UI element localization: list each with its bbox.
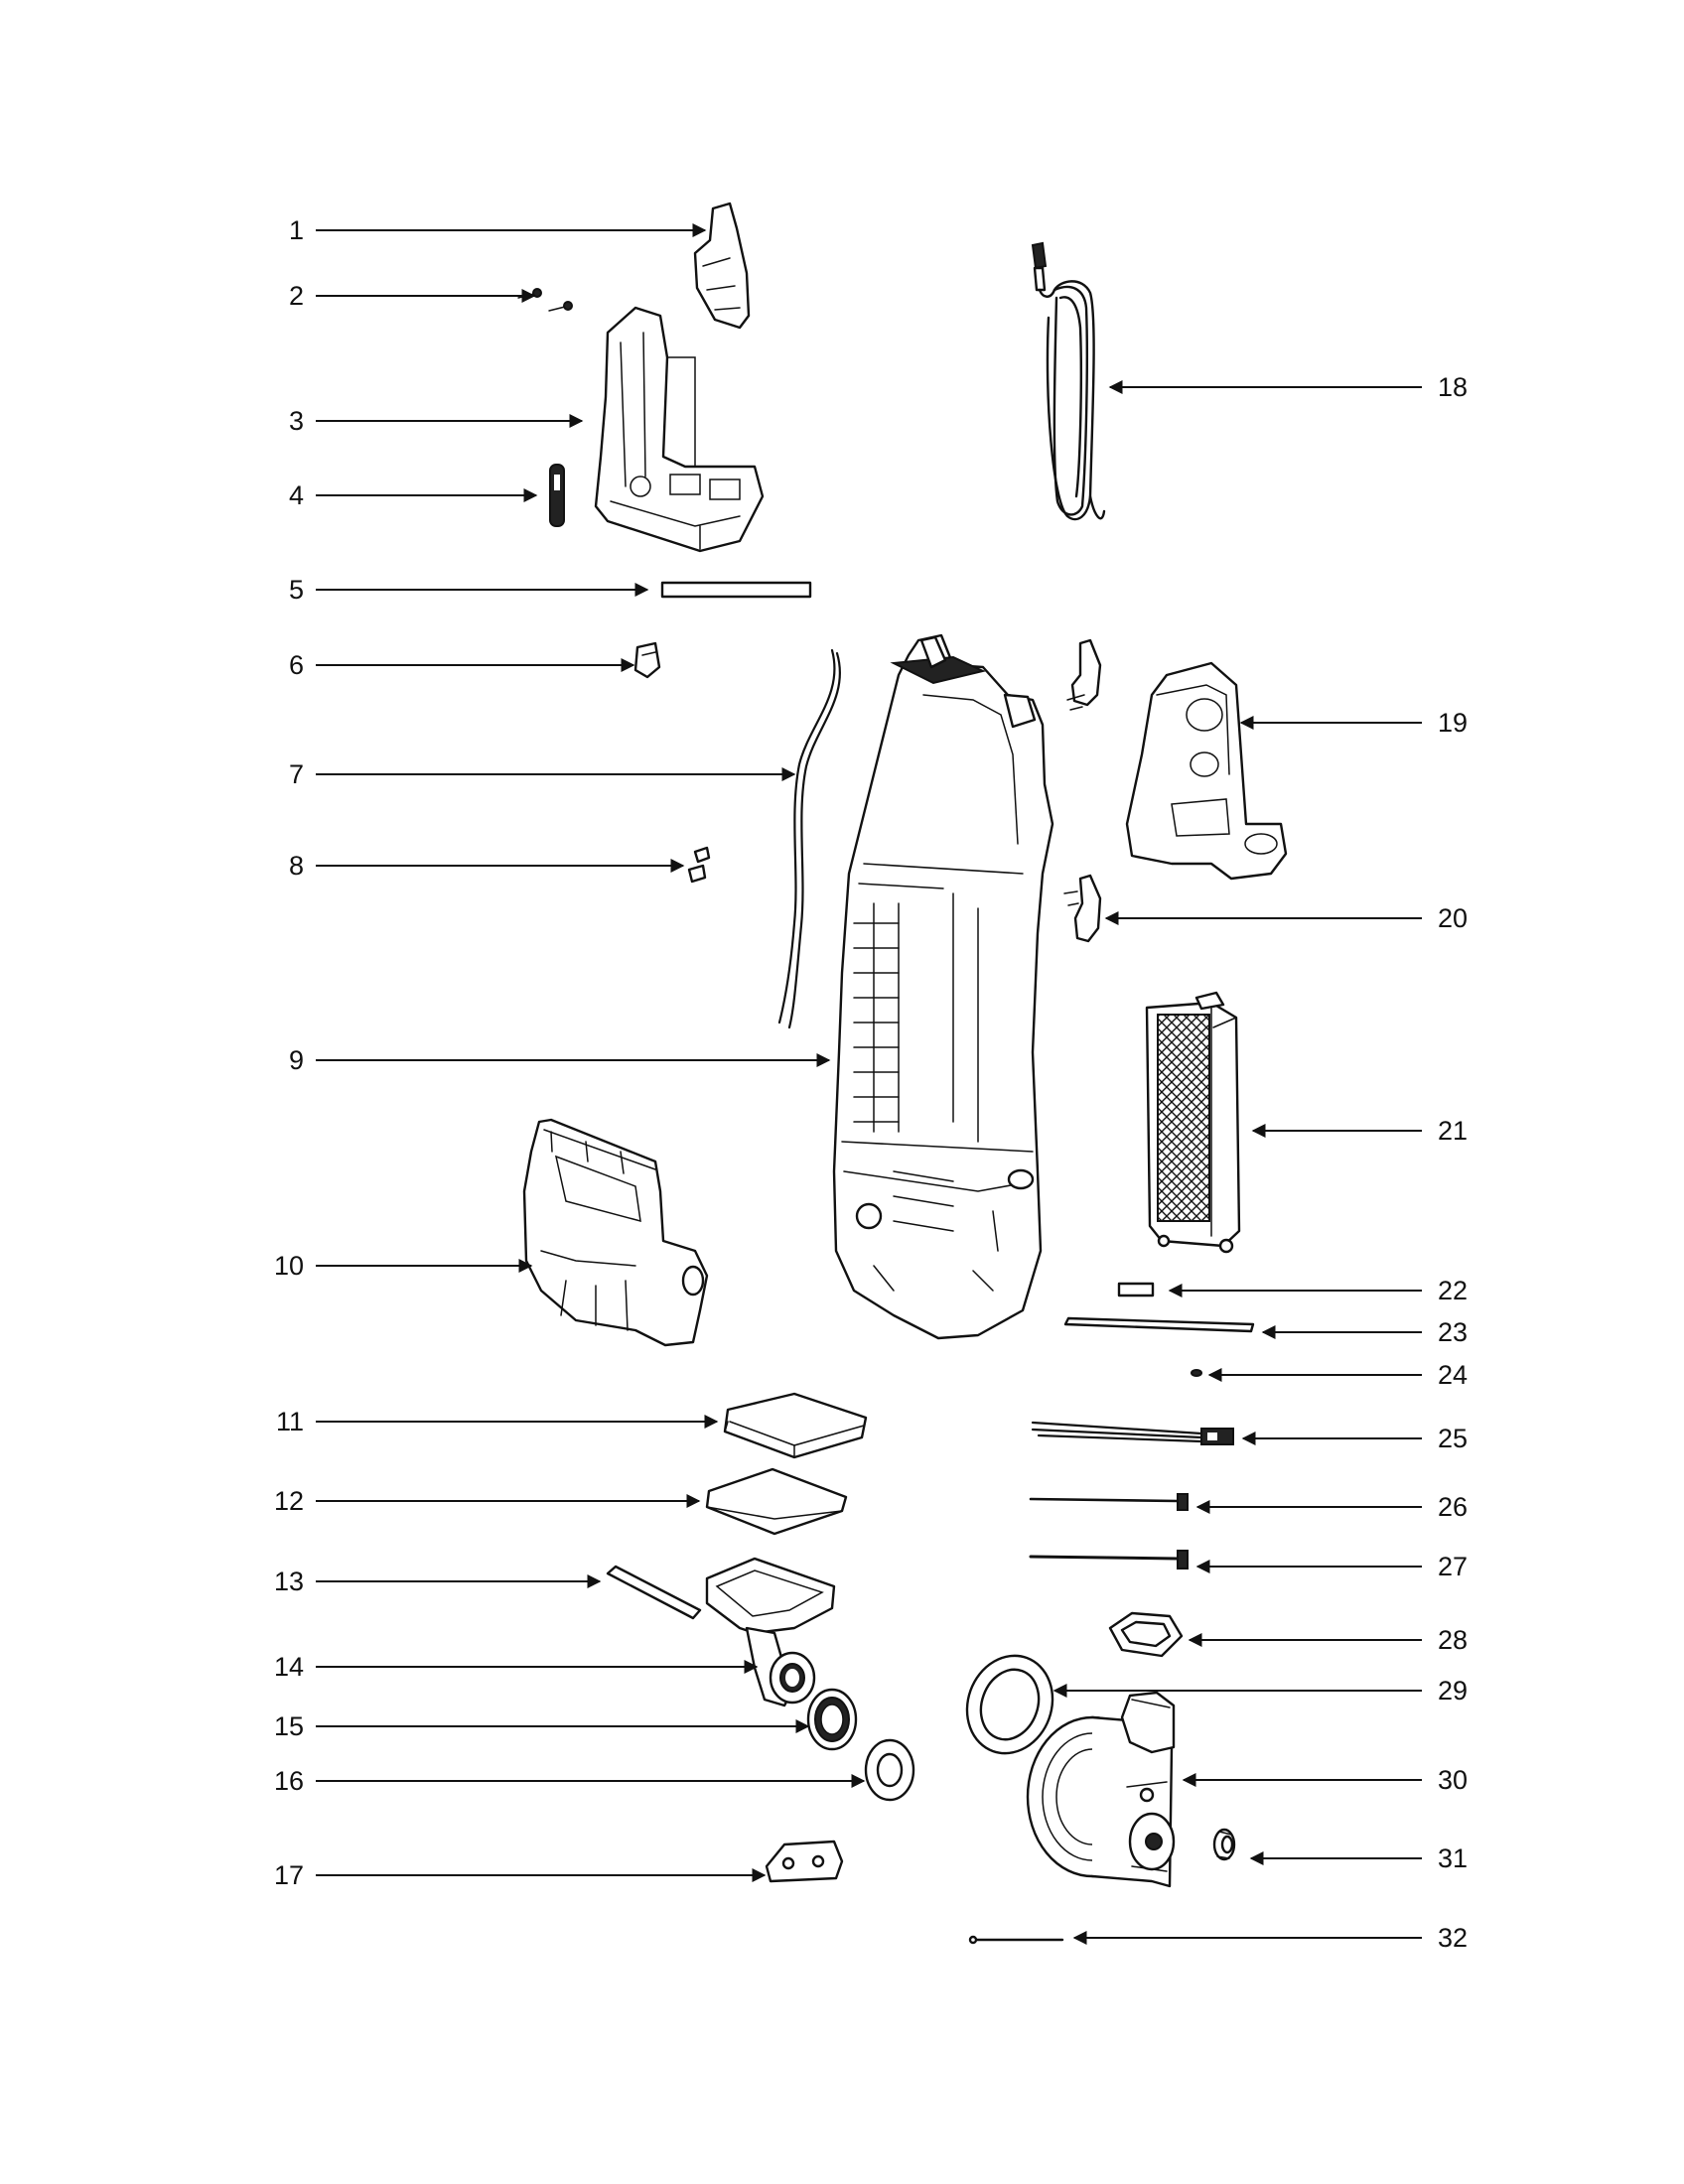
part-3-handle-bracket	[594, 306, 765, 553]
part-14-filter-housing	[705, 1557, 836, 1707]
part-7-wire	[777, 648, 842, 1029]
callout-22: 22	[1168, 1276, 1468, 1305]
part-23-rod	[1063, 1316, 1255, 1333]
part-5-strip	[660, 581, 812, 599]
part-30-motor	[1026, 1691, 1176, 1888]
part-27-wire	[1029, 1550, 1189, 1570]
part-22-strip	[1117, 1282, 1155, 1297]
callout-32: 32	[1072, 1923, 1468, 1953]
part-8-nuts	[687, 846, 711, 884]
callout-number-16: 16	[274, 1766, 304, 1796]
part-20-clip	[1063, 874, 1102, 943]
callout-9: 9	[289, 1045, 831, 1075]
callout-11: 11	[276, 1407, 719, 1436]
callout-number-18: 18	[1438, 372, 1468, 402]
callout-10: 10	[274, 1251, 533, 1281]
callout-number-6: 6	[289, 650, 304, 680]
callout-number-3: 3	[289, 406, 304, 436]
part-clip-upper	[1066, 638, 1102, 711]
callout-number-17: 17	[274, 1860, 304, 1890]
callout-7: 7	[289, 759, 796, 789]
callout-number-30: 30	[1438, 1765, 1468, 1795]
part-31-fan-nut	[1212, 1828, 1236, 1861]
callout-number-32: 32	[1438, 1923, 1468, 1953]
part-11-filter-pad	[723, 1392, 868, 1459]
part-1-handle-cover	[693, 202, 751, 330]
callout-number-31: 31	[1438, 1843, 1468, 1873]
callout-number-4: 4	[289, 480, 304, 510]
part-15-ring	[806, 1688, 858, 1751]
callout-number-23: 23	[1438, 1317, 1468, 1347]
callout-number-14: 14	[274, 1652, 304, 1682]
callout-number-13: 13	[274, 1567, 304, 1596]
callout-number-26: 26	[1438, 1492, 1468, 1522]
part-28-gasket	[1108, 1611, 1184, 1658]
callout-4: 4	[289, 480, 538, 510]
callout-layer: 1234567891011121314151617181920212223242…	[274, 215, 1468, 1953]
callout-number-29: 29	[1438, 1676, 1468, 1706]
callout-number-20: 20	[1438, 903, 1468, 933]
part-17-plate	[765, 1840, 844, 1883]
part-16-washer	[864, 1738, 915, 1802]
callout-23: 23	[1261, 1317, 1468, 1347]
callout-19: 19	[1239, 708, 1468, 738]
callout-number-21: 21	[1438, 1116, 1468, 1146]
callout-number-8: 8	[289, 851, 304, 881]
callout-5: 5	[289, 575, 649, 605]
callout-number-7: 7	[289, 759, 304, 789]
callout-number-27: 27	[1438, 1552, 1468, 1581]
callout-number-5: 5	[289, 575, 304, 605]
callout-number-1: 1	[289, 215, 304, 245]
callout-31: 31	[1249, 1843, 1468, 1873]
callout-3: 3	[289, 406, 584, 436]
part-4-knob	[549, 464, 565, 527]
part-9-main-body	[832, 633, 1054, 1340]
callout-30: 30	[1182, 1765, 1468, 1795]
callout-15: 15	[274, 1711, 810, 1741]
part-2-screws	[517, 288, 573, 312]
part-32-pin	[968, 1935, 1064, 1945]
callout-number-10: 10	[274, 1251, 304, 1281]
callout-21: 21	[1251, 1116, 1468, 1146]
callout-6: 6	[289, 650, 635, 680]
part-21-hepa-filter	[1145, 991, 1241, 1254]
part-19-tool-holder	[1125, 661, 1288, 881]
part-25-wire-harness	[1031, 1421, 1234, 1445]
callout-24: 24	[1207, 1360, 1468, 1390]
callout-29: 29	[1052, 1676, 1468, 1706]
part-13-rod	[606, 1565, 702, 1620]
callout-number-11: 11	[276, 1407, 304, 1436]
part-6-switch	[633, 641, 661, 679]
callout-number-2: 2	[289, 281, 304, 311]
callout-13: 13	[274, 1567, 602, 1596]
callout-number-22: 22	[1438, 1276, 1468, 1305]
callout-20: 20	[1104, 903, 1468, 933]
callout-27: 27	[1195, 1552, 1468, 1581]
callout-number-15: 15	[274, 1711, 304, 1741]
callout-25: 25	[1241, 1424, 1468, 1453]
part-29-seal-ring	[965, 1654, 1054, 1755]
part-24-nut	[1191, 1369, 1202, 1377]
callout-14: 14	[274, 1652, 759, 1682]
callout-number-25: 25	[1438, 1424, 1468, 1453]
callout-16: 16	[274, 1766, 866, 1796]
callout-number-28: 28	[1438, 1625, 1468, 1655]
callout-2: 2	[289, 281, 536, 311]
callout-17: 17	[274, 1860, 767, 1890]
callout-1: 1	[289, 215, 707, 245]
callout-12: 12	[274, 1486, 701, 1516]
callout-number-24: 24	[1438, 1360, 1468, 1390]
callout-number-19: 19	[1438, 708, 1468, 738]
part-26-wire	[1029, 1493, 1189, 1511]
callout-number-9: 9	[289, 1045, 304, 1075]
callout-number-12: 12	[274, 1486, 304, 1516]
callout-18: 18	[1108, 372, 1468, 402]
part-18-power-cord	[1031, 241, 1106, 521]
callout-28: 28	[1188, 1625, 1468, 1655]
part-10-front-cover	[522, 1118, 709, 1347]
callout-26: 26	[1195, 1492, 1468, 1522]
callout-8: 8	[289, 851, 685, 881]
part-12-mesh-filter	[705, 1467, 848, 1536]
